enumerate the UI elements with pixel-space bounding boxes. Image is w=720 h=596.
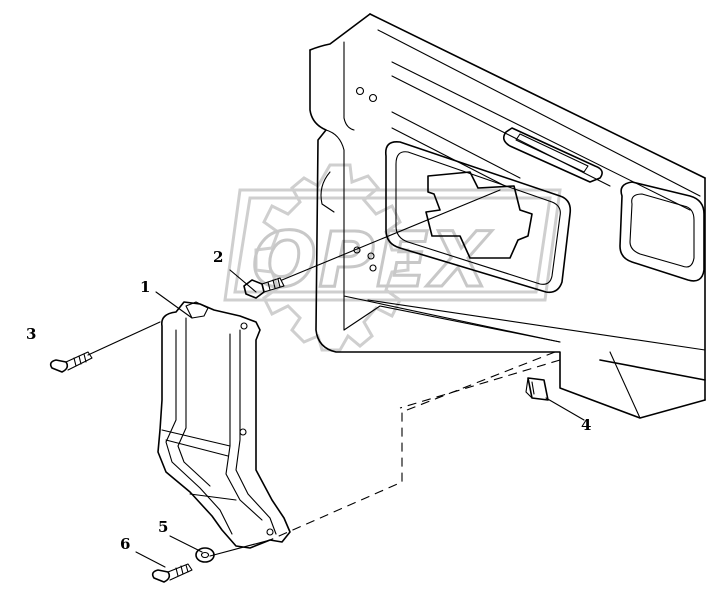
body-panel (309, 13, 706, 419)
watermark-gear-icon (254, 163, 410, 352)
callout-6: 6 (120, 535, 130, 553)
part-3-screw (49, 351, 93, 373)
callout-3: 3 (26, 325, 36, 343)
callout-2: 2 (213, 248, 223, 266)
watermark-frame (223, 188, 562, 302)
mounting-outline (269, 351, 561, 541)
part-2-bolt (243, 277, 285, 299)
callout-4: 4 (581, 416, 591, 434)
callouts: 1 2 3 4 5 6 (26, 248, 591, 553)
watermark-text: OPEX (252, 215, 492, 304)
part-6-screw (151, 563, 193, 583)
part-5-washer (195, 547, 215, 563)
callout-5: 5 (158, 518, 168, 536)
part-4-clip (525, 377, 549, 401)
part-1-cover (157, 301, 291, 549)
callout-1: 1 (140, 278, 150, 296)
leader-lines (87, 189, 585, 568)
